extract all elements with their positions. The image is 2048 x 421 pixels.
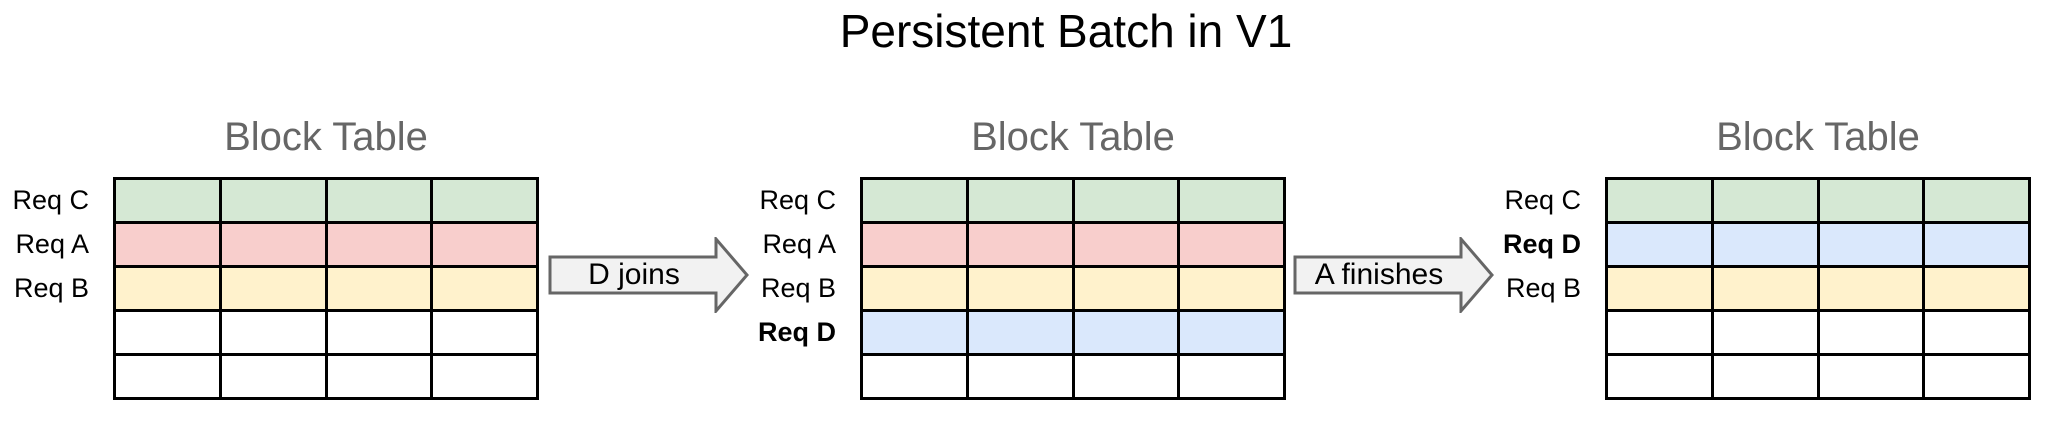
block-cell xyxy=(1180,268,1283,309)
block-cell xyxy=(327,356,431,397)
block-cell xyxy=(1925,312,2028,353)
block-cell xyxy=(863,224,966,265)
table-heading: Block Table xyxy=(1716,115,1920,159)
row-label: Req B xyxy=(13,273,89,303)
block-cell xyxy=(1925,180,2028,221)
row-label xyxy=(1431,356,1581,397)
block-grid xyxy=(113,177,539,400)
block-cell xyxy=(863,356,966,397)
row-label: Req B xyxy=(760,273,836,303)
block-cell xyxy=(1074,268,1178,309)
row-label: Req B xyxy=(1505,273,1581,303)
row-label: Req C xyxy=(759,185,836,215)
block-grid xyxy=(1605,177,2031,400)
block-cell xyxy=(327,268,431,309)
right-arrow-icon xyxy=(1293,237,1494,313)
arrow-label: A finishes xyxy=(1314,258,1444,291)
row-labels: Req C Req A Req B Req D xyxy=(686,177,836,400)
block-cell xyxy=(1819,224,1923,265)
block-cell xyxy=(1925,356,2028,397)
block-cell xyxy=(1608,180,1711,221)
block-cell xyxy=(863,312,966,353)
row-label: Req A xyxy=(15,229,89,259)
block-cell xyxy=(1074,180,1178,221)
block-cell xyxy=(968,268,1072,309)
block-cell xyxy=(1925,224,2028,265)
block-cell xyxy=(968,356,1072,397)
block-cell xyxy=(327,224,431,265)
block-cell xyxy=(221,312,325,353)
row-label: Req D xyxy=(1502,229,1581,259)
transition-arrow: A finishes xyxy=(1293,237,1495,313)
block-cell xyxy=(1074,356,1178,397)
block-cell xyxy=(1180,356,1283,397)
block-cell xyxy=(221,356,325,397)
block-cell xyxy=(116,312,219,353)
row-label: Req C xyxy=(12,185,89,215)
transition-arrow: D joins xyxy=(548,237,750,313)
block-cell xyxy=(116,268,219,309)
row-labels: Req C Req A Req B xyxy=(0,177,89,400)
block-cell xyxy=(1180,312,1283,353)
block-cell xyxy=(327,180,431,221)
block-cell xyxy=(1608,312,1711,353)
block-cell xyxy=(1180,180,1283,221)
block-cell xyxy=(116,224,219,265)
block-cell xyxy=(863,268,966,309)
row-label xyxy=(0,356,89,397)
block-cell xyxy=(1074,312,1178,353)
row-label: Req A xyxy=(762,229,836,259)
block-cell xyxy=(1925,268,2028,309)
block-cell xyxy=(221,224,325,265)
block-cell xyxy=(327,312,431,353)
block-cell xyxy=(116,180,219,221)
row-label xyxy=(1431,312,1581,353)
row-label: Req D xyxy=(757,317,836,347)
block-cell xyxy=(1713,356,1817,397)
block-cell xyxy=(968,224,1072,265)
right-arrow-icon xyxy=(548,237,749,313)
block-cell xyxy=(1713,268,1817,309)
block-cell xyxy=(221,268,325,309)
block-cell xyxy=(433,224,536,265)
row-label xyxy=(686,356,836,397)
block-cell xyxy=(1819,356,1923,397)
block-cell xyxy=(1819,180,1923,221)
block-cell xyxy=(1608,356,1711,397)
block-cell xyxy=(1713,180,1817,221)
block-cell xyxy=(1608,268,1711,309)
block-cell xyxy=(1074,224,1178,265)
block-cell xyxy=(116,356,219,397)
block-cell xyxy=(221,180,325,221)
block-cell xyxy=(1819,268,1923,309)
table-heading: Block Table xyxy=(971,115,1175,159)
block-grid xyxy=(860,177,1286,400)
row-label xyxy=(0,312,89,353)
arrow-label: D joins xyxy=(588,258,680,291)
block-cell xyxy=(433,312,536,353)
block-cell xyxy=(968,180,1072,221)
block-cell xyxy=(1713,224,1817,265)
block-cell xyxy=(433,268,536,309)
block-cell xyxy=(1819,312,1923,353)
block-cell xyxy=(863,180,966,221)
table-heading: Block Table xyxy=(224,115,428,159)
block-cell xyxy=(433,356,536,397)
block-cell xyxy=(1608,224,1711,265)
row-label: Req C xyxy=(1504,185,1581,215)
page-title: Persistent Batch in V1 xyxy=(839,5,1293,57)
block-cell xyxy=(1180,224,1283,265)
row-labels: Req C Req D Req B xyxy=(1431,177,1581,400)
block-cell xyxy=(1713,312,1817,353)
block-cell xyxy=(968,312,1072,353)
block-cell xyxy=(433,180,536,221)
